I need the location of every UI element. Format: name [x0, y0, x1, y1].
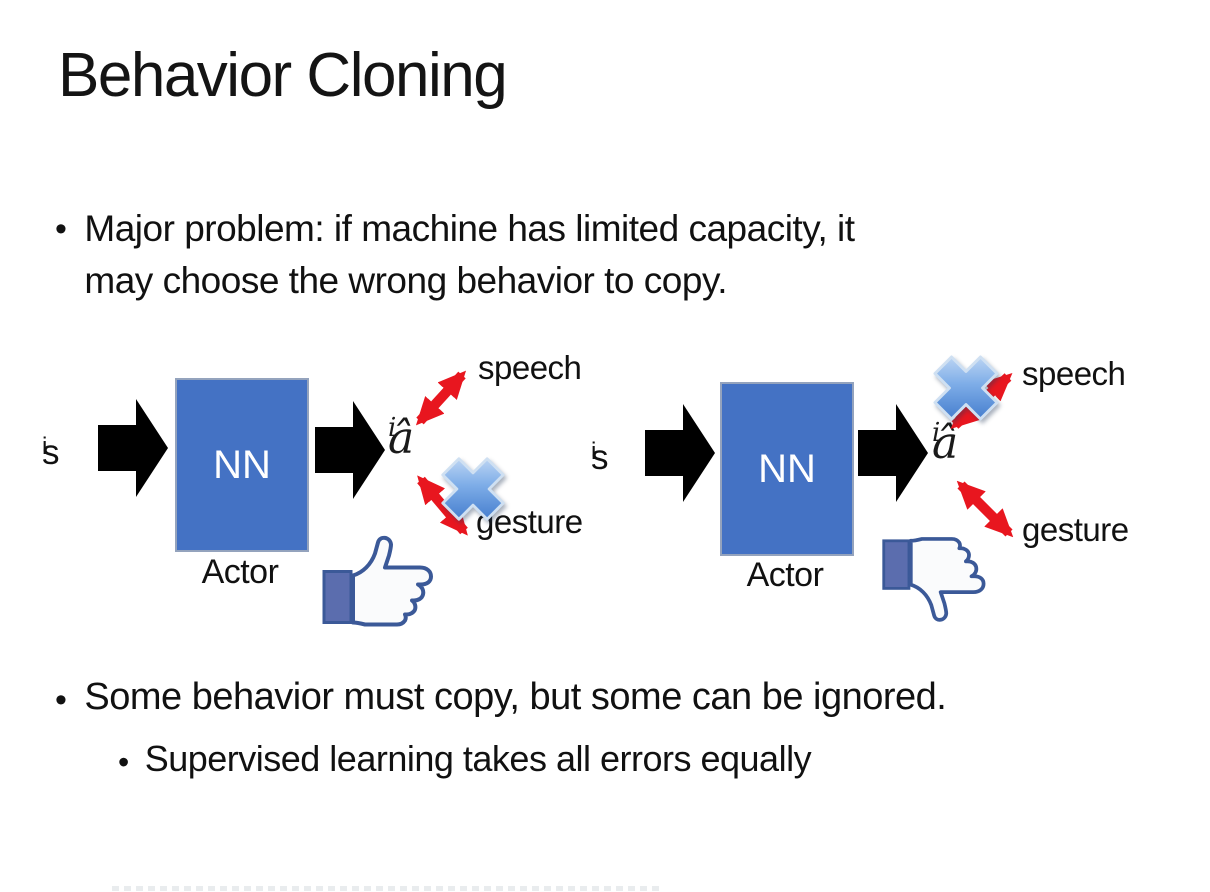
speech-label: speech — [1022, 355, 1126, 392]
output-arrow-icon — [858, 404, 928, 502]
cross-out-icon — [441, 457, 505, 521]
bullet-supervised-learning: Supervised learning takes all errors equ… — [118, 738, 812, 786]
speech-arrow — [415, 370, 467, 426]
nn-box-label: NN — [758, 446, 816, 491]
bullet-marker — [55, 203, 66, 255]
actor-label: Actor — [746, 556, 824, 594]
actor-label: Actor — [201, 553, 279, 591]
gesture-arrow — [417, 475, 468, 536]
bullet-marker — [118, 738, 129, 786]
slide-title: Behavior Cloning — [58, 41, 508, 110]
gesture-label: gesture — [1022, 511, 1129, 548]
bullet-marker — [55, 676, 66, 724]
thumbs-down-icon — [882, 537, 986, 622]
output-arrow-icon — [315, 401, 385, 499]
input-arrow-icon — [98, 399, 168, 497]
thumbs-up-icon — [322, 535, 433, 627]
speech-label: speech — [478, 349, 582, 386]
cropped-text-artifact — [112, 886, 660, 891]
bullet-some-behavior: Some behavior must copy, but some can be… — [55, 676, 946, 724]
bullet-major-problem: Major problem: if machine has limited ca… — [55, 203, 855, 307]
nn-box-label: NN — [213, 442, 271, 487]
input-arrow-icon — [645, 404, 715, 502]
relation-arrows — [415, 370, 468, 536]
cross-out-icon — [933, 355, 999, 421]
nn-box: NN — [720, 382, 854, 556]
bullet-text: Some behavior must copy, but some can be… — [84, 676, 947, 718]
nn-box: NN — [175, 378, 309, 552]
bullet-text: Major problem: if machine has limited ca… — [84, 208, 855, 301]
bullet-text: Supervised learning takes all errors equ… — [144, 738, 812, 779]
gesture-arrow — [956, 480, 1014, 538]
